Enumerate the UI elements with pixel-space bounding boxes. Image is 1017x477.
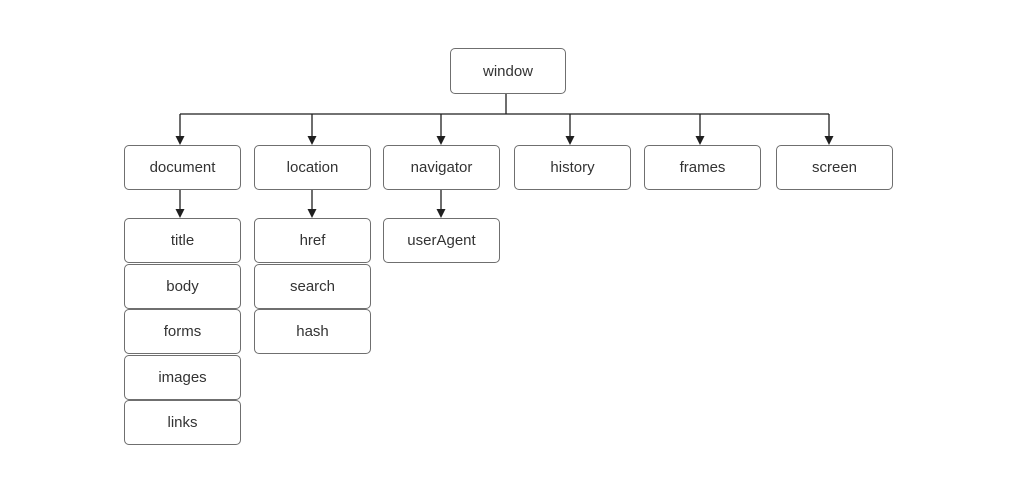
- arrowhead-document: [175, 136, 185, 145]
- arrowhead-navigator: [436, 136, 446, 145]
- node-location: location: [254, 145, 371, 190]
- node-location-search: search: [254, 264, 371, 309]
- node-navigator-useragent: userAgent: [383, 218, 500, 263]
- node-navigator: navigator: [383, 145, 500, 190]
- arrowhead-location-properties: [307, 209, 317, 218]
- node-document-forms: forms: [124, 309, 241, 354]
- node-screen: screen: [776, 145, 893, 190]
- node-location-hash: hash: [254, 309, 371, 354]
- node-document: document: [124, 145, 241, 190]
- arrowhead-document-properties: [175, 209, 185, 218]
- node-document-links: links: [124, 400, 241, 445]
- node-window: window: [450, 48, 566, 94]
- arrowhead-screen: [824, 136, 834, 145]
- node-location-href: href: [254, 218, 371, 263]
- node-frames: frames: [644, 145, 761, 190]
- arrowhead-navigator-properties: [436, 209, 446, 218]
- arrowhead-frames: [695, 136, 705, 145]
- node-document-body: body: [124, 264, 241, 309]
- node-document-title: title: [124, 218, 241, 263]
- node-document-images: images: [124, 355, 241, 400]
- arrowhead-history: [565, 136, 575, 145]
- arrowhead-location: [307, 136, 317, 145]
- node-history: history: [514, 145, 631, 190]
